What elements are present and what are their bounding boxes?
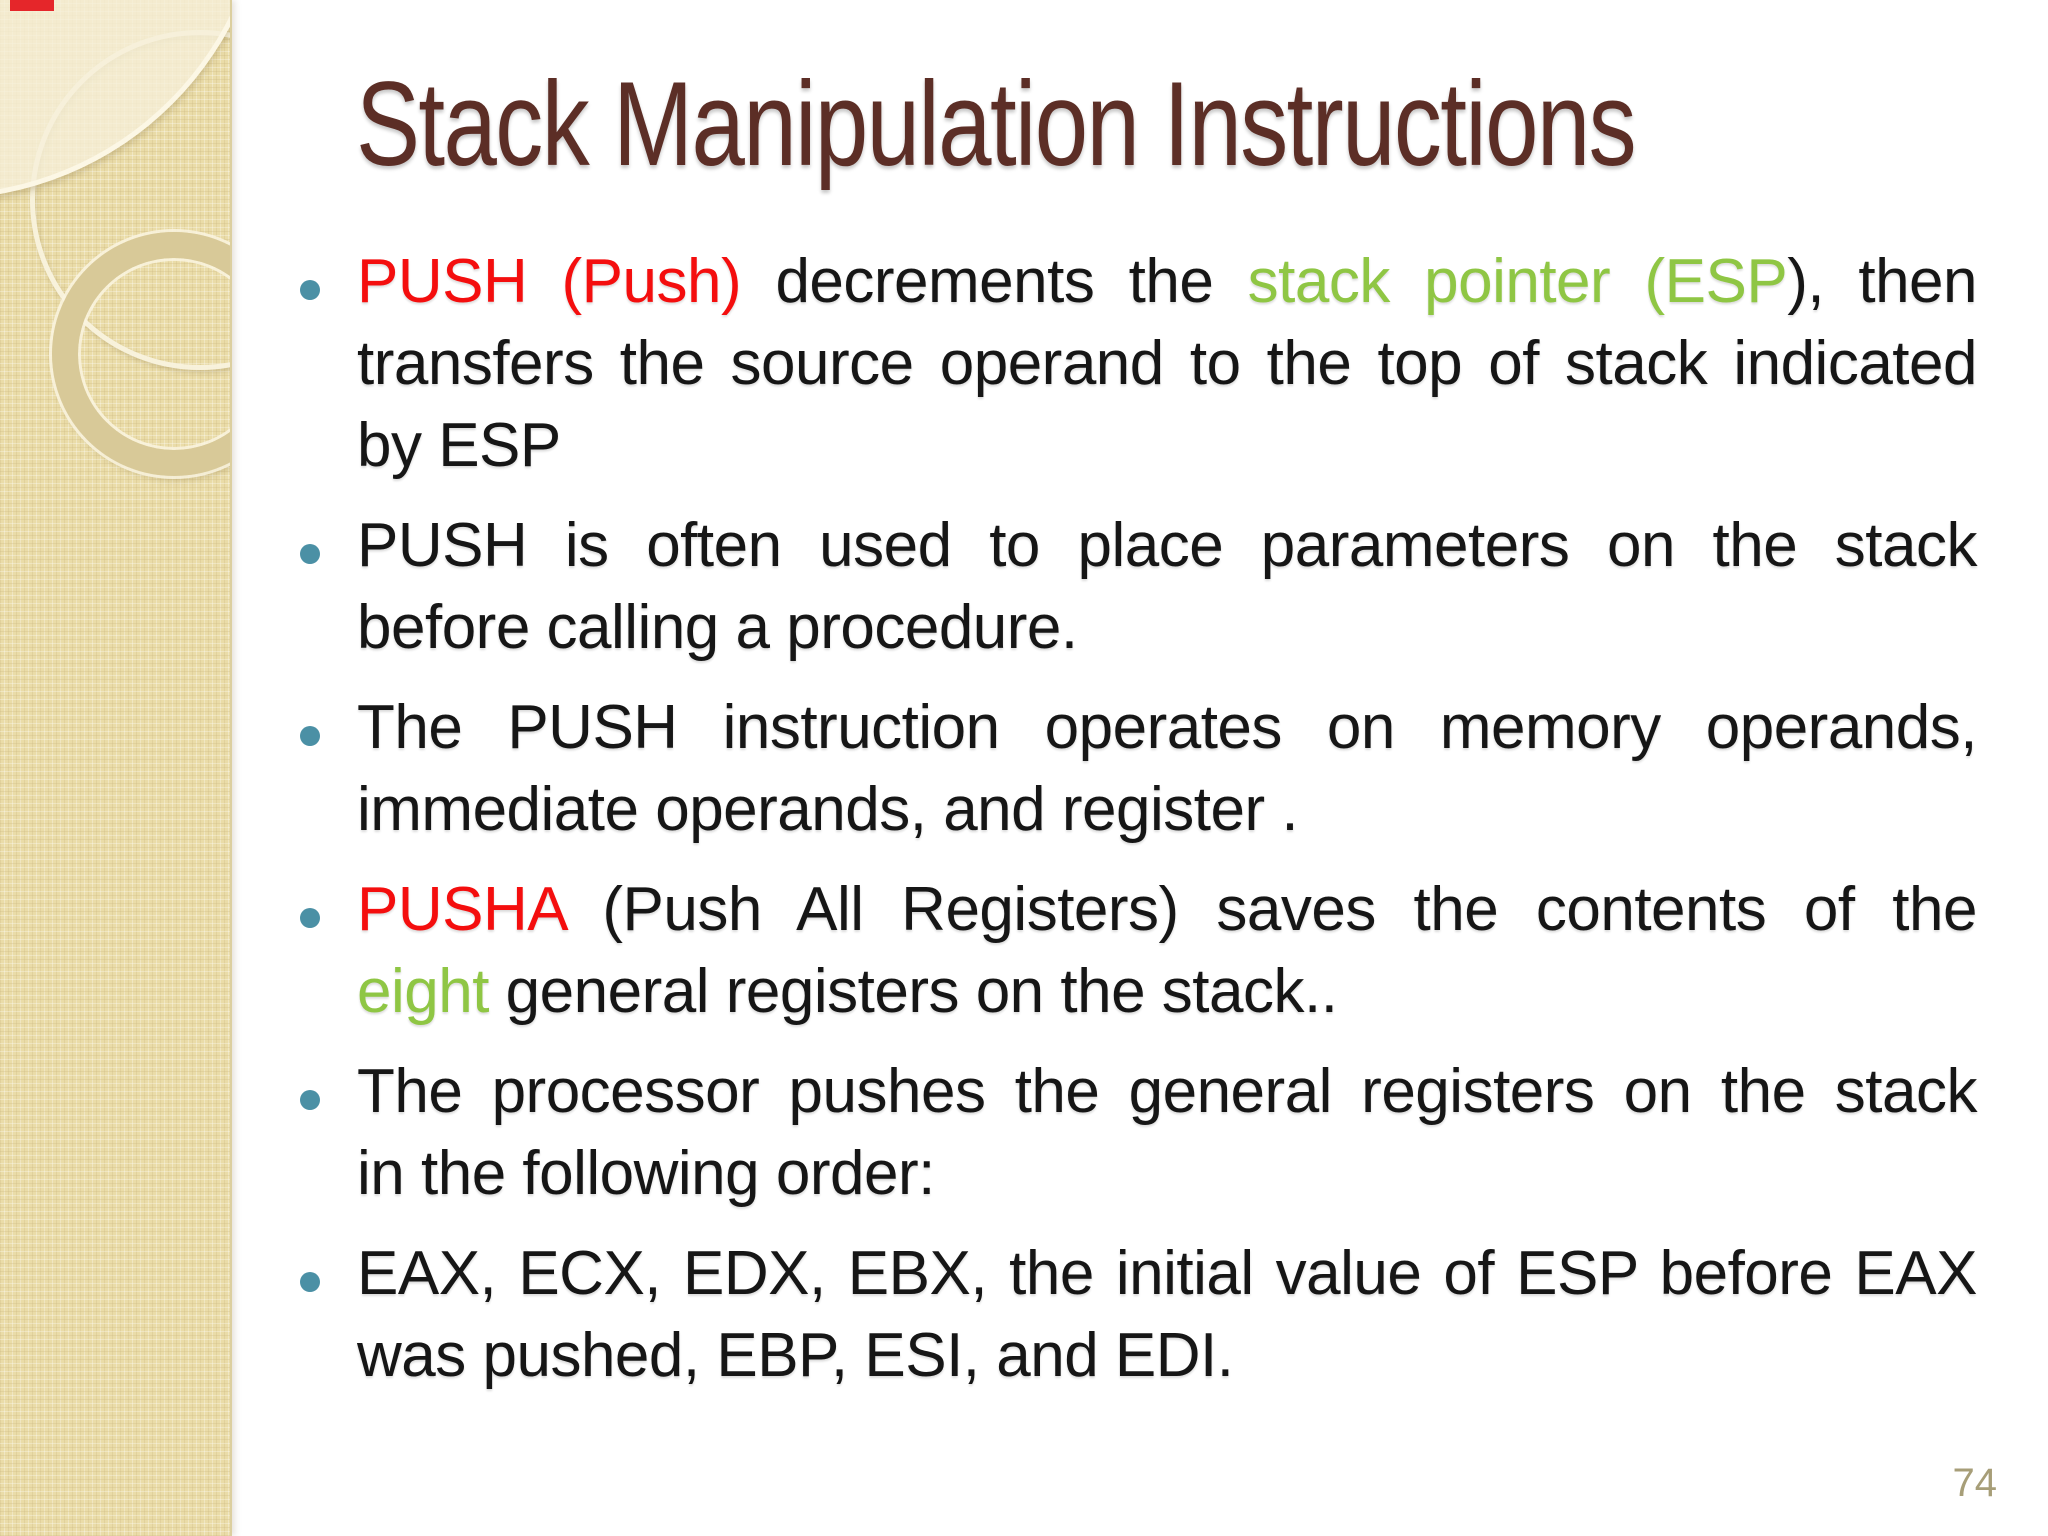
bullet-line: was pushed, EBP, ESI, and EDI. [357, 1315, 1977, 1397]
bullet-line: eight general registers on the stack.. [357, 951, 1977, 1033]
bullet-marker [300, 1272, 320, 1292]
bullet-marker [300, 544, 320, 564]
text-segment: immediate operands, and register . [357, 775, 1299, 844]
bullet-item: PUSHA (Push All Registers) saves the con… [300, 869, 2000, 1033]
bullet-line: EAX, ECX, EDX, EBX, the initial value of… [357, 1233, 1978, 1315]
decorative-sidebar [0, 0, 232, 1536]
slide-title: Stack Manipulation Instructions [356, 57, 1637, 191]
text-segment: decrements the [741, 247, 1248, 316]
bullet-item: PUSH (Push) decrements the stack pointer… [300, 241, 2000, 487]
bullet-text: The processor pushes the general registe… [357, 1051, 1978, 1215]
bullet-line: before calling a procedure. [357, 587, 1977, 669]
bullet-line: PUSH is often used to place parameters o… [357, 505, 1978, 587]
text-segment: The PUSH instruction operates on memory … [357, 693, 1978, 762]
bullet-marker [300, 1090, 320, 1110]
bullet-item: EAX, ECX, EDX, EBX, the initial value of… [300, 1233, 2000, 1397]
text-segment: PUSH (Push) [357, 247, 742, 316]
bullet-text: PUSH (Push) decrements the stack pointer… [357, 241, 1978, 487]
bullet-marker [300, 726, 320, 746]
bullet-line: The processor pushes the general registe… [357, 1051, 1978, 1133]
text-segment: PUSHA [357, 875, 565, 944]
bullet-text: The PUSH instruction operates on memory … [357, 687, 1978, 851]
bullet-marker [300, 280, 320, 300]
bullet-marker [300, 908, 320, 928]
bullet-item: The PUSH instruction operates on memory … [300, 687, 2000, 851]
slide-content: Stack Manipulation Instructions PUSH (Pu… [230, 0, 2048, 1536]
bullet-line: by ESP [357, 405, 1977, 487]
bullet-line: PUSH (Push) decrements the stack pointer… [357, 241, 1978, 323]
text-segment: in the following order: [357, 1139, 935, 1208]
bullet-list: PUSH (Push) decrements the stack pointer… [300, 241, 2000, 1415]
bullet-text: PUSH is often used to place parameters o… [357, 505, 1978, 669]
text-segment: PUSH is often used to place parameters o… [357, 511, 1978, 580]
text-segment: (Push All Registers) saves the contents … [564, 875, 1977, 944]
page-number: 74 [1952, 1461, 1998, 1505]
red-corner-mark [10, 0, 54, 11]
text-segment: ), then [1787, 247, 1978, 316]
text-segment: general registers on the stack.. [488, 957, 1338, 1026]
bullet-item: PUSH is often used to place parameters o… [300, 505, 2000, 669]
text-segment: before calling a procedure. [357, 593, 1078, 662]
text-segment: transfers the source operand to the top … [357, 329, 1978, 398]
bullet-line: The PUSH instruction operates on memory … [357, 687, 1978, 769]
text-segment: by ESP [357, 411, 561, 480]
bullet-text: PUSHA (Push All Registers) saves the con… [357, 869, 1978, 1033]
text-segment: The processor pushes the general registe… [357, 1057, 1978, 1126]
bullet-item: The processor pushes the general registe… [300, 1051, 2000, 1215]
bullet-line: PUSHA (Push All Registers) saves the con… [357, 869, 1978, 951]
bullet-line: immediate operands, and register . [357, 769, 1977, 851]
bullet-line: transfers the source operand to the top … [357, 323, 1978, 405]
bullet-text: EAX, ECX, EDX, EBX, the initial value of… [357, 1233, 1978, 1397]
bullet-line: in the following order: [357, 1133, 1977, 1215]
text-segment: EAX, ECX, EDX, EBX, the initial value of… [357, 1239, 1978, 1308]
text-segment: was pushed, EBP, ESI, and EDI. [357, 1321, 1234, 1390]
text-segment: eight [357, 957, 489, 1026]
text-segment: stack pointer (ESP [1247, 247, 1788, 316]
